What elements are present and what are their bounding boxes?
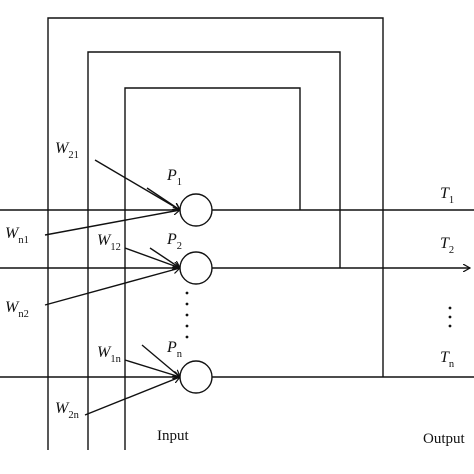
weight-line-w12 (124, 247, 180, 268)
label-pn: Pn (166, 339, 183, 360)
label-tn: Tn (440, 349, 455, 370)
feedback-loop-middle (87, 51, 341, 450)
label-p2: P2 (166, 231, 182, 252)
input-line-p1 (146, 187, 180, 210)
label-w1n: W1n (97, 344, 122, 365)
label-t2: T2 (440, 235, 454, 256)
input-line-p2 (149, 247, 180, 268)
weight-line-w1n (124, 359, 180, 377)
output-ellipsis (448, 306, 452, 328)
neuron-1 (179, 193, 213, 227)
weight-line-w21 (94, 159, 180, 210)
label-wn2: Wn2 (5, 299, 29, 320)
label-w2n: W2n (55, 400, 80, 421)
neuron-n (179, 360, 213, 394)
label-p1: P1 (166, 167, 182, 188)
input-line-pn (141, 344, 180, 377)
caption-output: Output (423, 431, 466, 447)
neuron-ellipsis (185, 291, 189, 339)
weight-line-wn1 (44, 210, 180, 236)
label-wn1: Wn1 (5, 225, 29, 246)
neuron-2 (179, 251, 213, 285)
feedback-loop-inner (124, 87, 301, 450)
weight-line-w2n (84, 377, 180, 416)
label-w12: W12 (97, 232, 121, 253)
weight-line-wn2 (44, 268, 180, 306)
label-t1: T1 (440, 185, 454, 206)
caption-input: Input (157, 428, 189, 444)
label-w21: W21 (55, 140, 79, 161)
